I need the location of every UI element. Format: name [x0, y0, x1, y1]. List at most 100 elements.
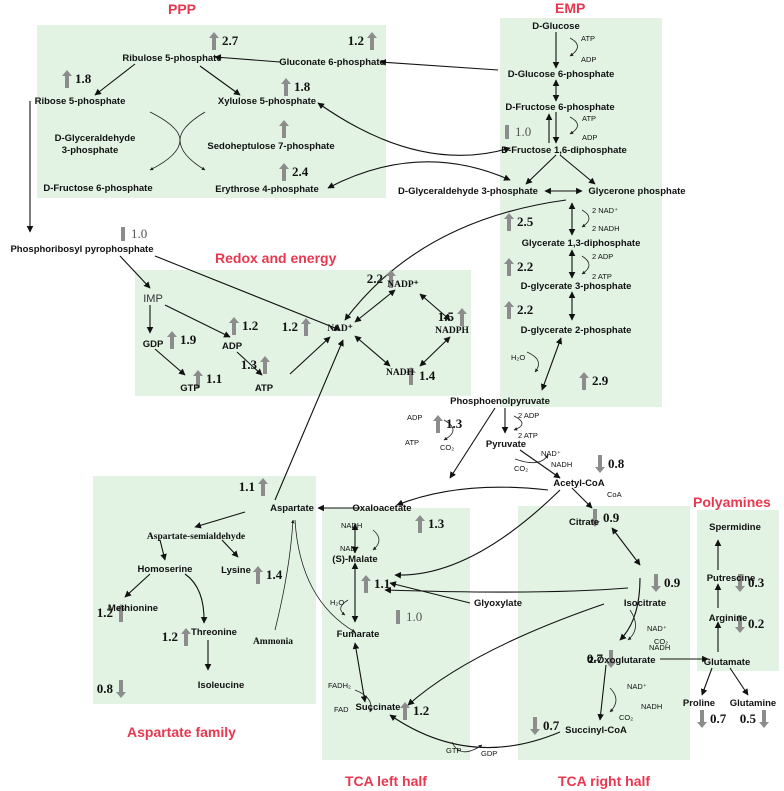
fold-change-value: 1.8 [294, 79, 311, 94]
fold-change-value: 2.2 [367, 271, 383, 286]
fold-change-value: 0.8 [608, 456, 625, 471]
cofactor-adp-1: ADP [581, 55, 596, 64]
fold-change-3: 1.8 [62, 70, 92, 88]
fold-arrow-up [260, 356, 270, 374]
node-succinyl-coa: Succinyl-CoA [565, 725, 627, 736]
node-gluconate-6p: Gluconate 6-phosphate [279, 57, 385, 68]
fold-arrow-none [396, 610, 400, 624]
fold-change-7: 1.0 [505, 124, 531, 139]
node-glucose-6p: D-Glucose 6-phosphate [508, 69, 615, 80]
fold-change-value: 1.2 [348, 33, 364, 48]
reaction-arrows [26, 32, 749, 753]
node-malate: (S)-Malate [332, 554, 377, 565]
fold-change-32: 0.9 [590, 509, 620, 527]
cofactor-co2-2: CO₂ [514, 464, 528, 473]
node-pyruvate: Pyruvate [486, 439, 526, 450]
cofactor-gtp: GTP [446, 746, 461, 755]
fold-change-16: 1.1 [193, 370, 222, 388]
node-2-oxoglutarate: 2-Oxoglutarate [588, 655, 655, 666]
cofactor-2nadh: 2 NADH [592, 224, 620, 233]
box-redox [135, 270, 471, 396]
node-homoserine: Homoserine [138, 564, 193, 575]
fold-arrow-up [415, 515, 425, 533]
fold-change-value: 1.0 [131, 226, 147, 241]
node-d-glucose: D-Glucose [532, 21, 580, 32]
fold-change-13: 0.8 [595, 455, 625, 473]
box-emp [500, 18, 662, 407]
node-sedoheptulose-7p: Sedoheptulose 7-phosphate [207, 141, 334, 152]
node-nadp: NADP⁺ [387, 280, 418, 290]
box-ppp [37, 25, 386, 198]
cofactor-fadh2: FADH₂ [328, 681, 351, 690]
node-nadh: NADH [386, 368, 415, 378]
fold-arrow-up [386, 270, 396, 288]
fold-change-value: 2.5 [517, 214, 534, 229]
fold-change-value: 0.7 [710, 711, 727, 726]
fold-change-value: 0.7 [543, 718, 560, 733]
node-nadph: NADPH [435, 326, 469, 336]
node-fructose-6p: D-Fructose 6-phosphate [505, 102, 614, 113]
fold-arrow-up [504, 258, 514, 276]
section-title-tca-right: TCA right half [558, 773, 650, 789]
section-title-ppp: PPP [168, 1, 196, 17]
node-ribulose-5p: Ribulose 5-phosphate [122, 53, 221, 64]
fold-arrow-down [606, 650, 616, 668]
node-acetyl-coa: Acetyl-CoA [553, 478, 604, 489]
fold-change-24: 1.4 [253, 566, 283, 584]
node-atp: ATP [255, 383, 274, 394]
fold-change-28: 1.3 [415, 515, 445, 533]
fold-change-8: 2.5 [504, 213, 534, 231]
cofactor-2adp-2: 2 ADP [518, 411, 539, 420]
fold-change-value: 0.2 [748, 616, 764, 631]
cofactor-2atp-1: 2 ATP [592, 272, 612, 281]
fold-change-37: 0.2 [735, 615, 764, 633]
node-glutamine: Glutamine [730, 698, 776, 709]
node-succinate: Succinate [356, 702, 401, 713]
fold-change-value: 1.2 [97, 605, 113, 620]
fold-arrow-up [433, 415, 443, 433]
node-adp: ADP [222, 341, 243, 352]
cofactor-adp-2: ADP [582, 133, 597, 142]
node-putrescine: Putrescine [707, 573, 756, 584]
cofactor-2nad: 2 NAD⁺ [592, 206, 618, 215]
cofactor-nad-3: NAD⁺ [647, 624, 667, 633]
node-lysine: Lysine [221, 565, 251, 576]
cofactor-atp-1: ATP [581, 34, 595, 43]
fold-change-4: 1.8 [281, 78, 311, 96]
node-imp: IMP [143, 293, 163, 305]
fold-arrow-down [595, 455, 605, 473]
section-title-polyamines: Polyamines [693, 494, 771, 510]
fold-change-23: 1.1 [239, 478, 268, 496]
fold-change-value: 1.8 [75, 71, 92, 86]
fold-arrow-up [193, 370, 203, 388]
fold-change-19: 1.2 [282, 318, 311, 336]
fold-arrow-up [504, 301, 514, 319]
fold-change-10: 2.2 [504, 301, 533, 319]
fold-arrow-up [279, 163, 289, 181]
node-isoleucine: Isoleucine [198, 680, 244, 691]
fold-arrow-up [167, 331, 177, 349]
fold-arrow-down [759, 710, 769, 728]
fold-change-20: 2.2 [367, 270, 396, 288]
fold-change-value: 1.4 [266, 567, 283, 582]
fold-change-value: 1.5 [438, 309, 455, 324]
fold-arrow-up [281, 78, 291, 96]
fold-change-27: 0.8 [97, 680, 126, 698]
fold-arrow-down [530, 717, 540, 735]
fold-change-15: 1.9 [167, 331, 197, 349]
fold-arrow-up [406, 367, 416, 385]
cofactor-co2-1: CO₂ [440, 443, 454, 452]
fold-change-6: 2.4 [279, 163, 309, 181]
fold-change-39: 0.5 [740, 710, 769, 728]
node-spermidine: Spermidine [709, 522, 761, 533]
section-title-redox: Redox and energy [215, 250, 337, 266]
node-prpp: Phosphoribosyl pyrophosphate [10, 244, 153, 255]
fold-change-value: 1.2 [282, 319, 298, 334]
cofactor-fad: FAD [334, 705, 349, 714]
node-fumarate: Fumarate [337, 629, 380, 640]
node-citrate: Citrate [569, 517, 599, 528]
fold-arrow-none [121, 227, 125, 241]
node-glycerone-p: Glycerone phosphate [588, 186, 685, 197]
fold-change-value: 1.2 [242, 318, 258, 333]
fold-change-value: 0.9 [664, 575, 681, 590]
